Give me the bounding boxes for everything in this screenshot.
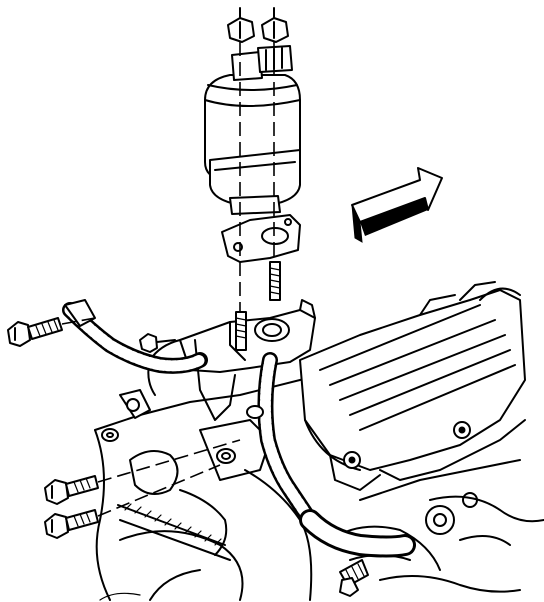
bolt-left-middle [44,439,241,505]
egr-valve-gasket [221,214,301,263]
assembly-centerlines [239,42,275,312]
washers [101,405,264,464]
egr-valve-nuts [227,7,289,43]
egr-valve [204,45,301,215]
bolt-bottom-right [339,559,369,597]
front-direction-arrow-icon [351,167,443,243]
intake-manifold [299,281,526,491]
egr-valve-adapter [147,299,316,421]
egr-valve-studs [235,261,281,351]
bolt-left-lower [44,464,221,539]
flywheel-teeth [117,503,231,561]
bolt-left-upper [7,317,96,347]
wiring-harness [62,299,416,558]
bolt-small-upper [139,333,176,353]
